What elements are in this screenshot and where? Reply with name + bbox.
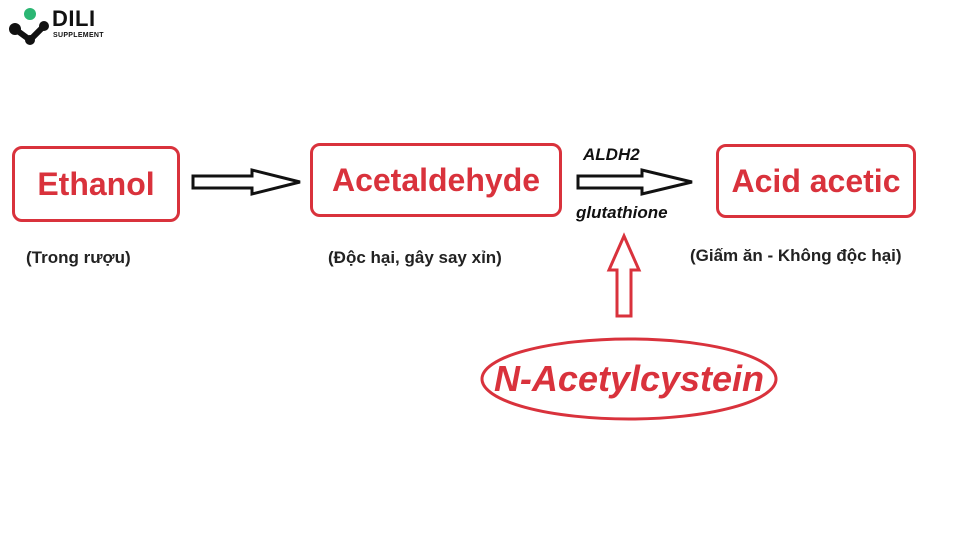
node-nac: N-Acetylcystein [482, 340, 776, 418]
node-nac-label: N-Acetylcystein [493, 358, 765, 399]
arrow-acetaldehyde-to-acid-acetic [576, 168, 693, 196]
edge-label-glutathione: glutathione [576, 203, 668, 222]
note-ethanol: (Trong rượu) [26, 248, 131, 267]
note-acetaldehyde: (Độc hại, gây say xỉn) [328, 248, 502, 267]
node-ethanol-label: Ethanol [37, 165, 155, 202]
logo-wordmark: DILI [52, 6, 96, 31]
arrow-nac-to-reaction [606, 232, 642, 318]
dili-logo: DILI SUPPLEMENT [6, 4, 116, 46]
note-acid-acetic: (Giấm ăn - Không độc hại) [690, 246, 902, 265]
edge-label-aldh2: ALDH2 [583, 145, 640, 164]
molecule-logo-icon [9, 8, 49, 45]
node-acid-acetic: Acid acetic [716, 144, 916, 218]
node-ethanol: Ethanol [12, 146, 180, 222]
arrow-ethanol-to-acetaldehyde [191, 168, 301, 196]
logo-tagline: SUPPLEMENT [53, 32, 104, 39]
node-acetaldehyde: Acetaldehyde [310, 143, 562, 217]
node-acid-acetic-label: Acid acetic [731, 162, 901, 199]
node-acetaldehyde-label: Acetaldehyde [331, 161, 541, 198]
nac-ellipse [480, 337, 778, 421]
